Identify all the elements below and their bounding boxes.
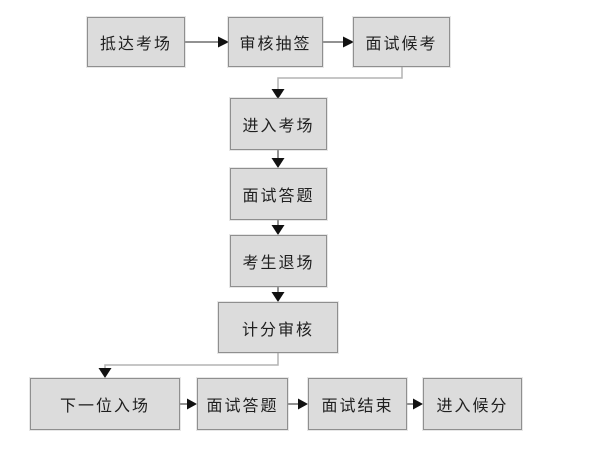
edge-end-to-score-waiting — [407, 398, 423, 410]
arrowhead-right-icon — [218, 36, 229, 48]
node-candidate-exit: 考生退场 — [230, 235, 327, 287]
edge-enter-room-to-answering — [271, 150, 285, 168]
node-interview-answering: 面试答题 — [230, 168, 327, 220]
arrowhead-down-icon — [271, 158, 285, 168]
node-next-candidate-enter: 下一位入场 — [30, 378, 180, 430]
edge-arrive-to-review — [185, 36, 229, 48]
edge-exit-to-score-review — [271, 287, 285, 302]
node-interview-waiting: 面试候考 — [353, 17, 450, 67]
arrowhead-down-icon — [271, 225, 285, 235]
arrowhead-right-icon — [298, 398, 308, 410]
edge-answering2-to-end — [288, 398, 308, 410]
node-enter-exam-room: 进入考场 — [230, 98, 327, 150]
arrowhead-right-icon — [343, 36, 354, 48]
edge-score-review-to-next — [98, 353, 279, 378]
node-arrive-at-venue: 抵达考场 — [87, 17, 185, 67]
node-score-review: 计分审核 — [218, 302, 338, 353]
edge-review-to-waiting — [323, 36, 354, 48]
edge-next-to-answering2 — [180, 398, 197, 410]
node-interview-answering-2: 面试答题 — [197, 378, 288, 430]
node-enter-score-waiting: 进入候分 — [423, 378, 522, 430]
node-interview-end: 面试结束 — [308, 378, 407, 430]
edge-waiting-to-enter-room — [271, 67, 403, 99]
arrowhead-right-icon — [413, 398, 423, 410]
arrowhead-down-icon — [98, 368, 112, 378]
arrowhead-down-icon — [271, 292, 285, 302]
node-review-draw-lots: 审核抽签 — [228, 17, 323, 67]
arrowhead-down-icon — [271, 89, 285, 99]
arrowhead-right-icon — [187, 398, 197, 410]
edge-answering-to-exit — [271, 220, 285, 235]
